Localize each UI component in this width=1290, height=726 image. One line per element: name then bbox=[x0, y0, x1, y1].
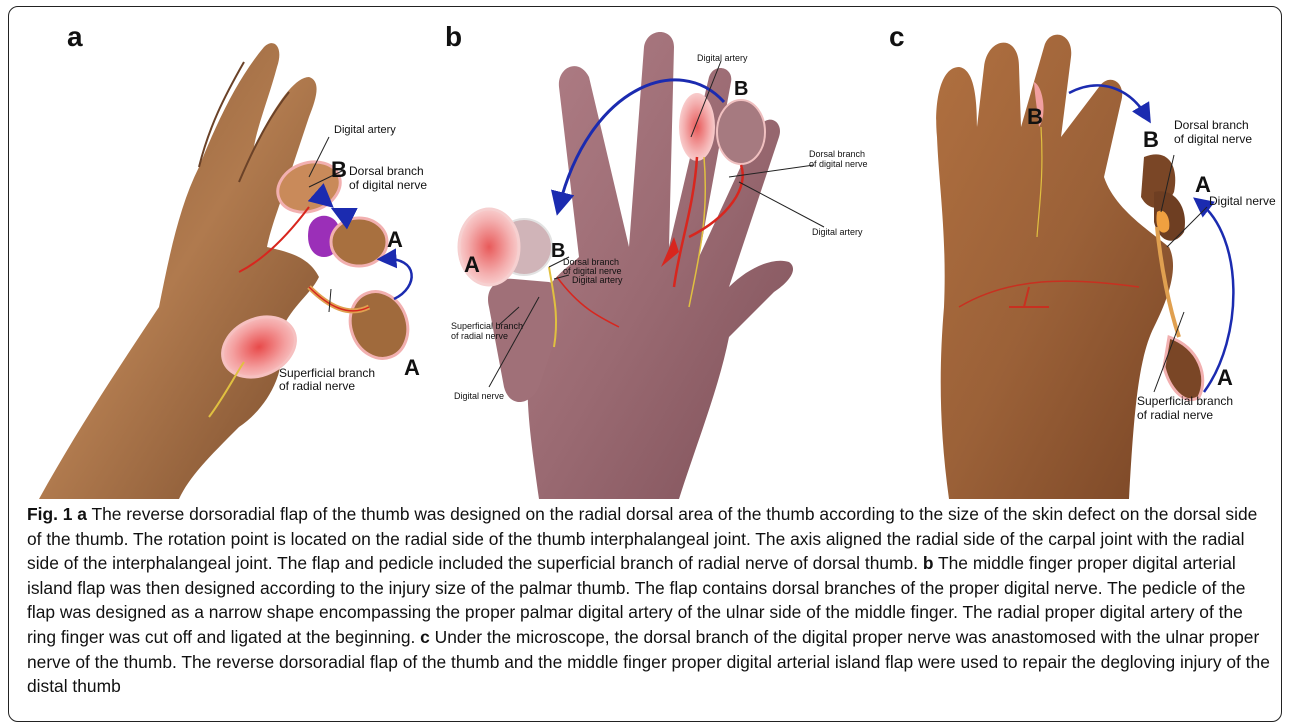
label-b-right-c: B bbox=[1143, 127, 1159, 152]
label-a-bottom-a: A bbox=[404, 355, 420, 380]
figure-frame: a bbox=[8, 6, 1282, 722]
panel-c-letter: c bbox=[889, 21, 905, 53]
label-digital-artery-b-top: Digital artery bbox=[697, 53, 748, 63]
label-b-a: B bbox=[331, 157, 347, 182]
panel-a-letter: a bbox=[67, 21, 83, 53]
label-digital-artery-b-left: Digital artery bbox=[572, 275, 623, 285]
label-superficial-a2: of radial nerve bbox=[279, 379, 355, 393]
label-digital-artery-a: Digital artery bbox=[334, 124, 396, 136]
label-superficial-b2: of radial nerve bbox=[451, 331, 508, 341]
caption-a-letter: a bbox=[77, 504, 87, 524]
label-dorsal-branch-b-r2: of digital nerve bbox=[809, 159, 868, 169]
label-b-left-c: B bbox=[1027, 104, 1043, 129]
label-dorsal-branch-c1: Dorsal branch bbox=[1174, 118, 1249, 132]
label-dorsal-branch-c2: of digital nerve bbox=[1174, 132, 1252, 146]
flap-a-bottom-c bbox=[1164, 337, 1203, 400]
label-a-b: A bbox=[464, 252, 480, 277]
label-digital-nerve-c: Digital nerve bbox=[1209, 194, 1276, 208]
label-superficial-b1: Superficial branch bbox=[451, 321, 523, 331]
panel-b-illustration: Digital artery B Dorsal branch of digita… bbox=[429, 7, 899, 499]
label-superficial-c2: of radial nerve bbox=[1137, 408, 1213, 422]
label-a-top-a: A bbox=[387, 227, 403, 252]
caption-c-letter: c bbox=[420, 627, 430, 647]
panel-c-illustration: B B Dorsal branch of digital nerve A Dig… bbox=[899, 7, 1281, 499]
label-a-bottom-c: A bbox=[1217, 365, 1233, 390]
panel-a-illustration: Digital artery B Dorsal branch of digita… bbox=[9, 7, 429, 499]
caption-fig-label: Fig. 1 bbox=[27, 504, 72, 524]
panel-b-letter: b bbox=[445, 21, 462, 53]
panel-c: c bbox=[899, 7, 1281, 499]
label-superficial-a1: Superficial branch bbox=[279, 366, 375, 380]
flap-b-top bbox=[717, 100, 765, 164]
caption-b-letter: b bbox=[923, 553, 934, 573]
label-dorsal-branch-b-r1: Dorsal branch bbox=[809, 149, 865, 159]
flap-middle-finger bbox=[679, 93, 715, 161]
figure-caption: Fig. 1 a The reverse dorsoradial flap of… bbox=[27, 502, 1271, 699]
label-dorsal-branch-a2: of digital nerve bbox=[349, 178, 427, 192]
flap-a-top bbox=[331, 218, 387, 266]
hand-a bbox=[39, 43, 319, 499]
panel-a: a bbox=[9, 7, 429, 499]
label-superficial-c1: Superficial branch bbox=[1137, 394, 1233, 408]
label-dorsal-branch-a1: Dorsal branch bbox=[349, 164, 424, 178]
label-b-top-b: B bbox=[734, 78, 748, 100]
panel-b: b bbox=[429, 7, 899, 499]
label-digital-nerve-b: Digital nerve bbox=[454, 391, 504, 401]
label-digital-artery-b-right: Digital artery bbox=[812, 227, 863, 237]
